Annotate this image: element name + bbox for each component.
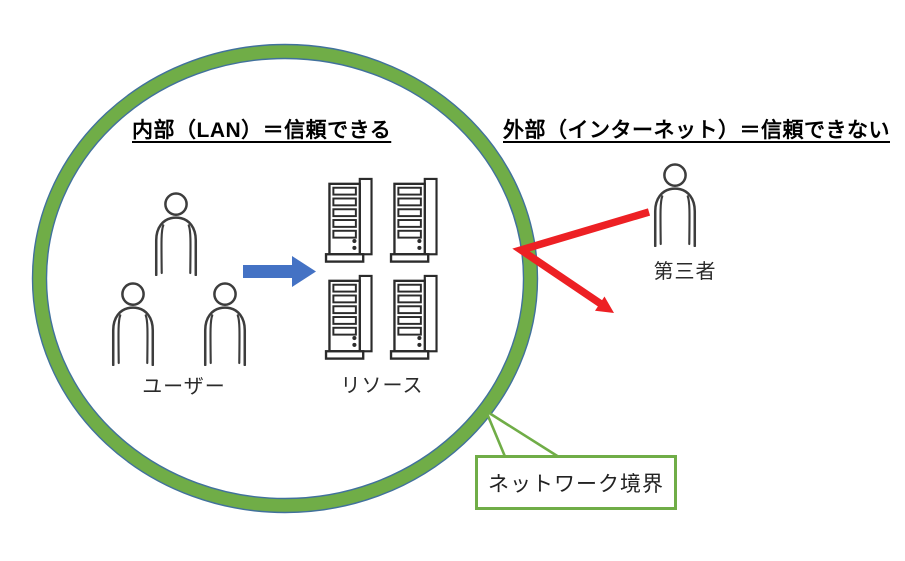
third-party-icon bbox=[653, 163, 697, 247]
attack-arrow bbox=[512, 208, 651, 313]
server-icon bbox=[389, 177, 438, 263]
callout-pointer bbox=[483, 407, 567, 461]
person-icon bbox=[203, 282, 247, 366]
server-icon bbox=[389, 274, 438, 360]
network-boundary-callout-label: ネットワーク境界 bbox=[488, 472, 664, 496]
users-label: ユーザー bbox=[142, 376, 226, 398]
external-zone-label: 外部（インターネット）＝信頼できない bbox=[503, 119, 890, 142]
users-group bbox=[111, 192, 247, 366]
server-icon bbox=[324, 177, 373, 263]
person-icon bbox=[111, 282, 155, 366]
person-icon bbox=[154, 192, 198, 276]
network-boundary-ring bbox=[31, 43, 539, 514]
resources-group bbox=[324, 177, 438, 360]
server-icon bbox=[324, 274, 373, 360]
third-party-label: 第三者 bbox=[653, 261, 717, 283]
network-boundary-callout: ネットワーク境界 bbox=[475, 455, 677, 510]
resources-label: リソース bbox=[340, 375, 424, 397]
trusted-flow-arrow bbox=[243, 256, 316, 287]
internal-zone-label: 内部（LAN）＝信頼できる bbox=[132, 119, 392, 142]
